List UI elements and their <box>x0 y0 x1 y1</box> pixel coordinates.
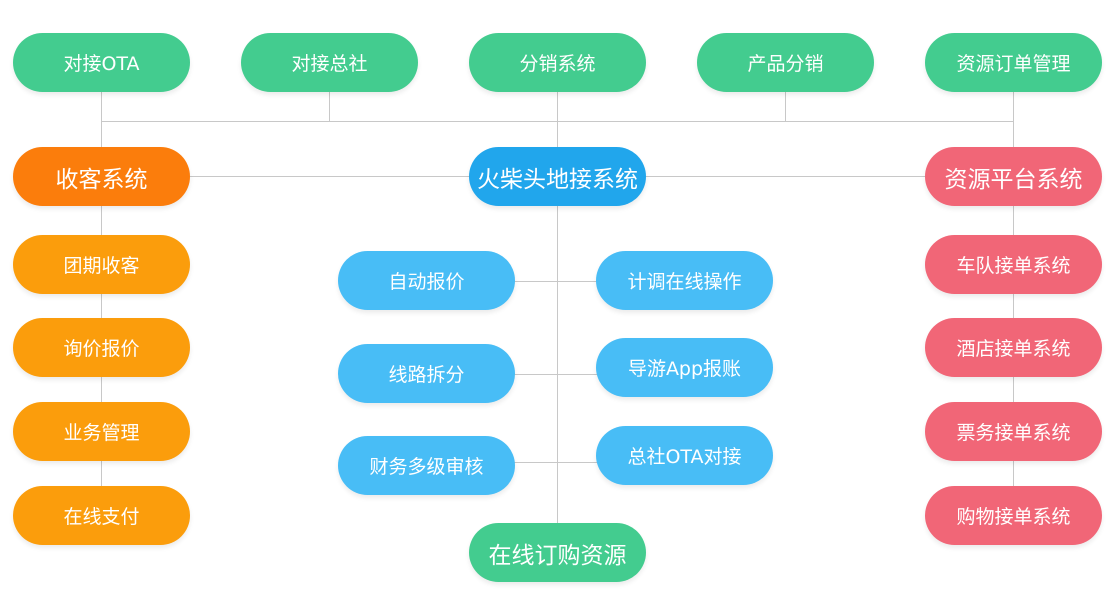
center-item-finance-audit: 财务多级审核 <box>338 436 515 495</box>
left-item-online-payment: 在线支付 <box>13 486 190 545</box>
right-item-fleet: 车队接单系统 <box>925 235 1102 294</box>
center-item-auto-quote: 自动报价 <box>338 251 515 310</box>
center-item-online-dispatch: 计调在线操作 <box>596 251 773 310</box>
center-item-guide-app: 导游App报账 <box>596 338 773 397</box>
left-item-business-management: 业务管理 <box>13 402 190 461</box>
right-item-hotel: 酒店接单系统 <box>925 318 1102 377</box>
node-product-distribution: 产品分销 <box>697 33 874 92</box>
node-customer-system: 收客系统 <box>13 147 190 206</box>
left-item-group-booking: 团期收客 <box>13 235 190 294</box>
center-item-ota-connection: 总社OTA对接 <box>596 426 773 485</box>
left-item-quotation: 询价报价 <box>13 318 190 377</box>
node-online-purchase: 在线订购资源 <box>469 523 646 582</box>
node-resource-order-management: 资源订单管理 <box>925 33 1102 92</box>
center-item-route-split: 线路拆分 <box>338 344 515 403</box>
right-item-shopping: 购物接单系统 <box>925 486 1102 545</box>
node-core-system: 火柴头地接系统 <box>469 147 646 206</box>
node-head-agency: 对接总社 <box>241 33 418 92</box>
node-ota: 对接OTA <box>13 33 190 92</box>
node-resource-platform: 资源平台系统 <box>925 147 1102 206</box>
right-item-ticketing: 票务接单系统 <box>925 402 1102 461</box>
node-distribution-system: 分销系统 <box>469 33 646 92</box>
